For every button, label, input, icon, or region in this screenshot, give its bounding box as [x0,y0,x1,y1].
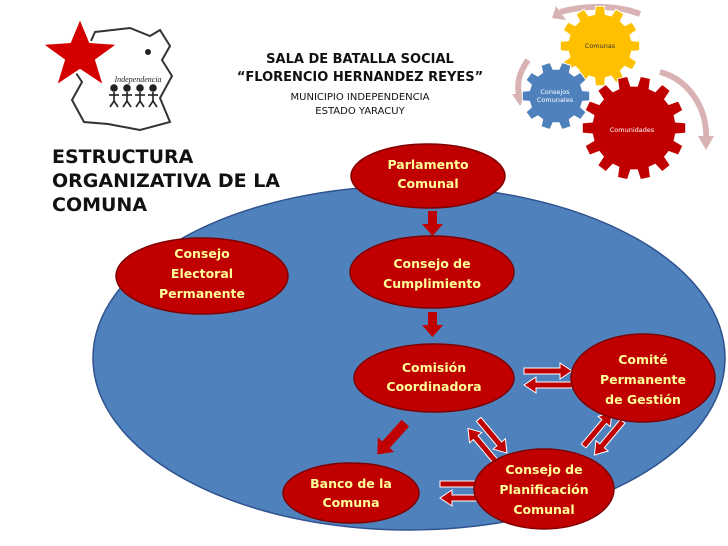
node-label-line: Comisión [402,360,466,375]
node-label-line: Banco de la [310,476,392,491]
arrow-parlamento-to-cumplimiento [422,211,443,236]
red-star-icon [39,15,121,89]
arrow-cumplimiento-to-comision [422,312,443,337]
node-consejo-de-planificacion-comunal: Consejo de Planificación Comunal [473,448,615,530]
node-label-line: Cumplimiento [383,276,481,291]
page-title-line: COMUNA [52,194,148,216]
node-banco-de-la-comuna: Banco de la Comuna [282,462,420,524]
gear-label-consejos-comunales-1: Consejos [540,88,570,96]
logo: Independencia [39,15,174,132]
cycle-arrow-right [659,69,710,141]
gear-blue-icon [521,61,591,131]
header-line-4: ESTADO YARACUY [315,106,405,117]
double-arrow-comision-comite [523,362,573,394]
node-label-line: de Gestión [605,392,681,407]
logo-text: Independencia [113,75,161,84]
logo-dot [145,49,151,55]
header-line-1: SALA DE BATALLA SOCIAL [266,52,454,67]
node-label-line: Comuna [322,495,379,510]
node-comision-coordinadora: Comisión Coordinadora [353,343,515,413]
node-consejo-de-cumplimiento: Consejo de Cumplimiento [349,235,515,309]
node-label-line: Coordinadora [386,379,481,394]
node-consejo-electoral-permanente: Consejo Electoral Permanente [115,237,289,315]
node-label-line: Permanente [159,286,245,301]
cycle-arrow-right-head [698,136,714,150]
node-label-line: Comunal [513,502,574,517]
node-label-line: Electoral [171,266,233,281]
gear-label-comunidades: Comunidades [610,126,655,134]
node-label-line: Consejo [174,246,230,261]
page-title-line: ORGANIZATIVA DE LA [52,170,280,192]
node-label-line: Parlamento [387,157,469,172]
page-title-line: ESTRUCTURA [52,146,194,168]
node-label-line: Permanente [600,372,686,387]
node-parlamento-comunal: Parlamento Comunal [350,143,506,209]
header-line-2: “FLORENCIO HERNANDEZ REYES” [236,70,484,85]
cycle-arrow-top-head [552,6,566,20]
gear-comunidades [581,75,687,181]
gear-consejos-comunales [521,61,591,131]
node-comite-permanente-de-gestion: Comité Permanente de Gestión [570,333,716,423]
page-title: ESTRUCTURA ORGANIZATIVA DE LA COMUNA [52,145,352,217]
people-icon [109,84,158,108]
arrow-comision-to-banco [377,419,410,455]
header-line-3: MUNICIPIO INDEPENDENCIA [290,92,430,103]
gear-label-comunas: Comunas [585,42,616,50]
node-label-line: Comunal [397,176,458,191]
node-label-line: Comité [618,352,668,367]
gear-label-consejos-comunales-2: Comunales [537,96,574,104]
gear-red-icon [581,75,687,181]
node-label-line: Consejo de [393,256,470,271]
node-label-line: Consejo de [505,462,582,477]
double-arrow-comision-planificacion [467,416,508,465]
gears-cluster: Comunas Consejos Comunales Comunidades [512,3,714,181]
double-arrow-comite-planificacion [580,411,626,456]
node-label-line: Planificación [499,482,588,497]
